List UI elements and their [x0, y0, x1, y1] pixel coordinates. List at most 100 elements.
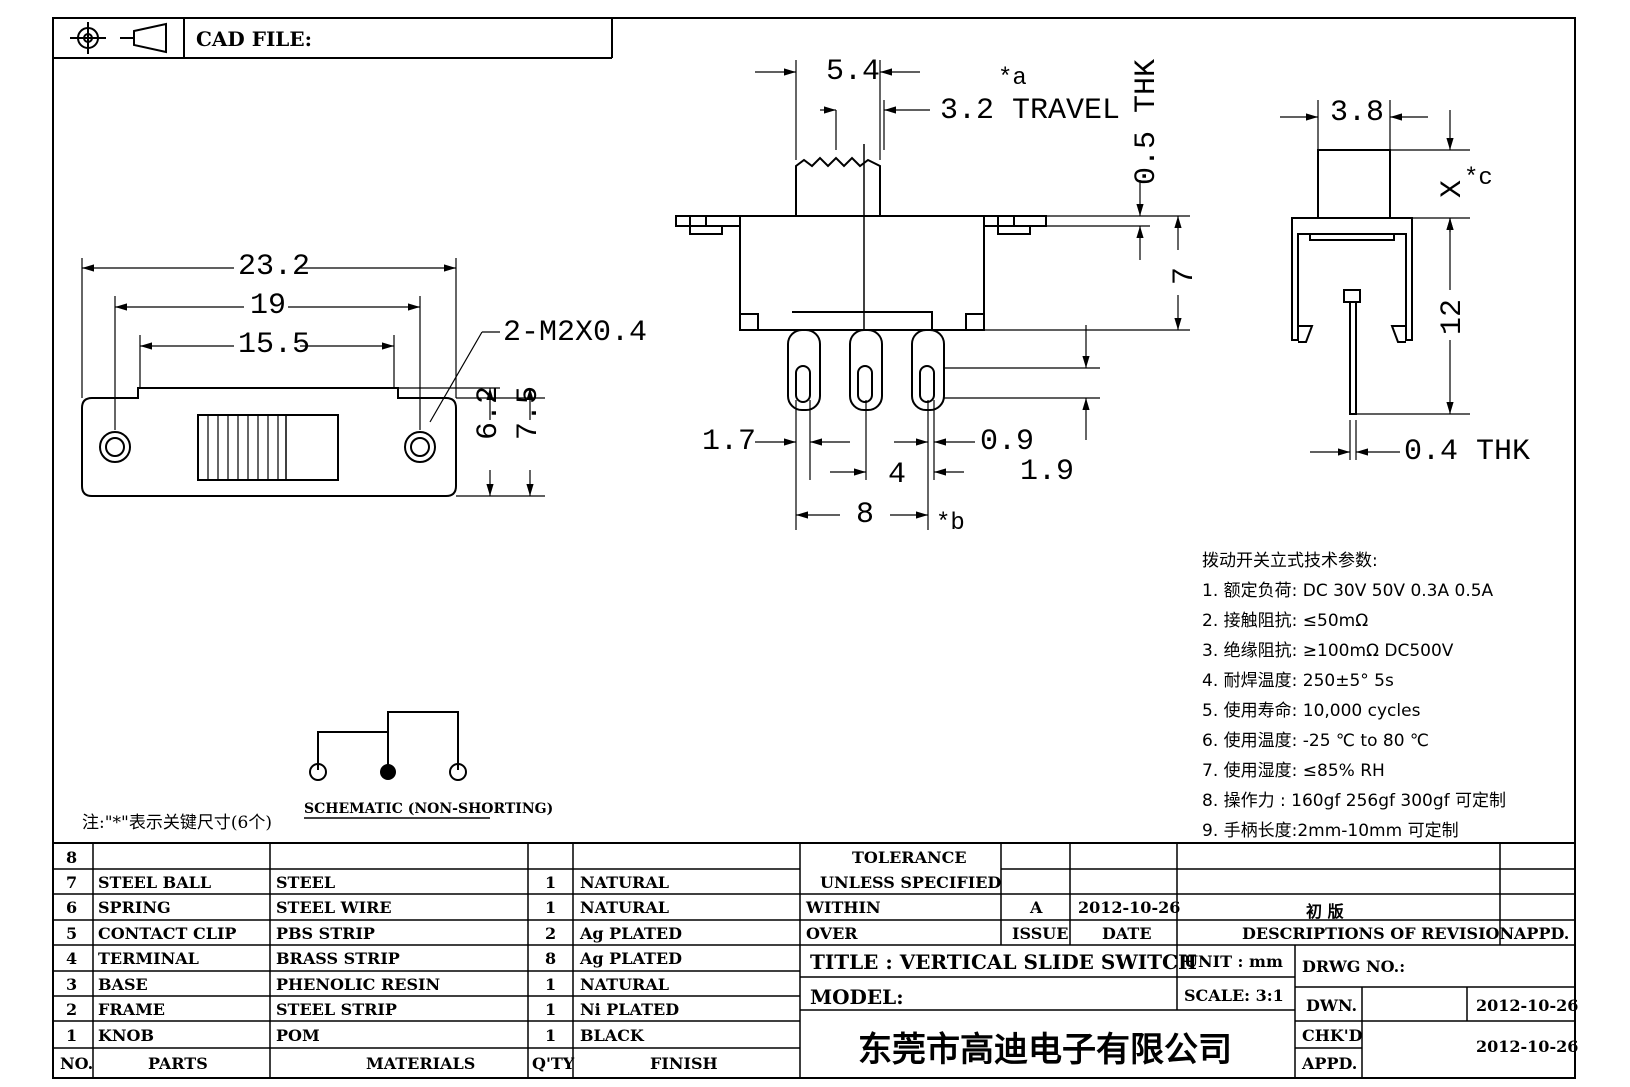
parts-no: 3 [66, 975, 78, 994]
within-label: WITHIN [806, 898, 881, 917]
mark-b: *b [936, 510, 965, 537]
parts-material: STEEL STRIP [276, 1000, 397, 1019]
schematic-label: SCHEMATIC (NON-SHORTING) [304, 801, 554, 817]
dim-body-height: 6.2 [472, 385, 506, 440]
parts-finish: NATURAL [580, 975, 669, 994]
dim-slot-length: 15.5 [238, 328, 311, 362]
cad-label: CAD FILE: [196, 27, 312, 51]
key-dimension-note: 注:"*"表示关键尺寸(6个) [82, 813, 272, 833]
parts-qty: 2 [545, 924, 557, 943]
drawing-number-label: DRWG NO.: [1302, 957, 1406, 976]
parts-finish: Ni PLATED [580, 1000, 680, 1019]
parts-material: BRASS STRIP [276, 949, 400, 968]
parts-finish: Ag PLATED [580, 924, 682, 943]
spec-item: 8. 操作力 : 160gf 256gf 300gf 可定制 [1202, 791, 1507, 811]
parts-qty: 1 [545, 873, 557, 892]
issue-value: A [1030, 898, 1043, 917]
spec-item: 1. 额定负荷: DC 30V 50V 0.3A 0.5A [1202, 581, 1494, 601]
parts-no: 2 [66, 1000, 78, 1019]
parts-no: 4 [66, 949, 78, 968]
parts-name: BASE [98, 975, 148, 994]
date-header: DATE [1102, 924, 1152, 943]
dim-travel: 3.2 TRAVEL [940, 94, 1121, 128]
header-finish: FINISH [650, 1054, 718, 1073]
parts-finish: BLACK [580, 1026, 644, 1045]
dim-overall-width: 23.2 [238, 250, 311, 284]
dim-terminal-thickness: 0.4 THK [1404, 435, 1531, 469]
appd-header: APPD. [1514, 924, 1570, 943]
unless-specified-label: UNLESS SPECIFIED [820, 873, 1002, 892]
model-label: MODEL: [810, 985, 904, 1009]
parts-qty: 1 [545, 975, 557, 994]
parts-name: KNOB [98, 1026, 154, 1045]
parts-name: FRAME [98, 1000, 165, 1019]
parts-material: PBS STRIP [276, 924, 375, 943]
parts-no: 8 [66, 848, 78, 867]
parts-material: STEEL WIRE [276, 898, 392, 917]
parts-no: 7 [66, 873, 78, 892]
spec-item: 3. 绝缘阻抗: ≥100mΩ DC500V [1202, 641, 1454, 661]
spec-item: 5. 使用寿命: 10,000 cycles [1202, 701, 1421, 721]
dim-mounting-pitch: 19 [250, 289, 287, 323]
spec-item: 9. 手柄长度:2mm-10mm 可定制 [1202, 821, 1459, 841]
revision-description: 初 版 [1306, 902, 1344, 921]
checked-date: 2012-10-26 [1476, 1037, 1579, 1056]
dim-outer-span: 8 [856, 498, 875, 532]
over-label: OVER [806, 924, 858, 943]
parts-name: STEEL BALL [98, 873, 212, 892]
scale-label: SCALE: 3:1 [1184, 986, 1284, 1005]
header-parts: PARTS [148, 1054, 208, 1073]
spec-title: 拨动开关立式技术参数: [1202, 551, 1378, 571]
company-name: 东莞市高迪电子有限公司 [858, 1030, 1232, 1070]
issue-header: ISSUE [1012, 924, 1069, 943]
parts-finish: NATURAL [580, 873, 669, 892]
mark-a: *a [998, 65, 1027, 92]
unit-label: UNIT : mm [1184, 952, 1283, 971]
drawn-date: 2012-10-26 [1476, 996, 1579, 1015]
dim-pin-length: 1.9 [1020, 455, 1075, 489]
mark-c: *c [1464, 165, 1493, 192]
dim-pin-width: 1.7 [702, 425, 757, 459]
spec-item: 6. 使用温度: -25 ℃ to 80 ℃ [1202, 731, 1430, 751]
parts-material: STEEL [276, 873, 336, 892]
parts-no: 6 [66, 898, 78, 917]
dim-flange-height: 7.5 [512, 385, 546, 440]
parts-name: CONTACT CLIP [98, 924, 237, 943]
dim-body-height-7: 7 [1168, 266, 1202, 285]
date-value: 2012-10-26 [1078, 898, 1181, 917]
header-qty: Q'TY [532, 1054, 575, 1073]
header-materials: MATERIALS [366, 1054, 476, 1073]
parts-name: SPRING [98, 898, 171, 917]
parts-qty: 1 [545, 898, 557, 917]
dim-pin-thickness: 0.9 [980, 425, 1035, 459]
parts-qty: 1 [545, 1000, 557, 1019]
drawn-label: DWN. [1306, 996, 1358, 1015]
dim-end-width: 3.8 [1330, 96, 1385, 130]
dim-knob-width: 5.4 [826, 55, 881, 89]
approved-label: APPD. [1302, 1054, 1358, 1073]
parts-qty: 8 [545, 949, 557, 968]
parts-finish: NATURAL [580, 898, 669, 917]
dim-plate-thickness: 0.5 THK [1130, 58, 1164, 185]
parts-name: TERMINAL [98, 949, 199, 968]
tolerance-label: TOLERANCE [852, 848, 967, 867]
parts-finish: Ag PLATED [580, 949, 682, 968]
dim-end-height: 12 [1436, 298, 1470, 335]
parts-no: 5 [66, 924, 78, 943]
parts-no: 1 [66, 1026, 78, 1045]
spec-item: 4. 耐焊温度: 250±5° 5s [1202, 671, 1394, 691]
spec-item: 7. 使用湿度: ≤85% RH [1202, 761, 1385, 781]
checked-label: CHK'D [1302, 1026, 1363, 1045]
parts-material: PHENOLIC RESIN [276, 975, 441, 994]
parts-material: POM [276, 1026, 320, 1045]
header-no: NO. [60, 1054, 94, 1073]
dim-screw-thread: 2-M2X0.4 [503, 316, 648, 350]
schematic-common-terminal [380, 764, 396, 780]
revision-header: DESCRIPTIONS OF REVISION [1242, 924, 1515, 943]
parts-qty: 1 [545, 1026, 557, 1045]
dim-pin-pitch: 4 [888, 458, 907, 492]
spec-item: 2. 接触阻抗: ≤50mΩ [1202, 611, 1369, 631]
drawing-title: TITLE : VERTICAL SLIDE SWITCH [810, 950, 1197, 974]
